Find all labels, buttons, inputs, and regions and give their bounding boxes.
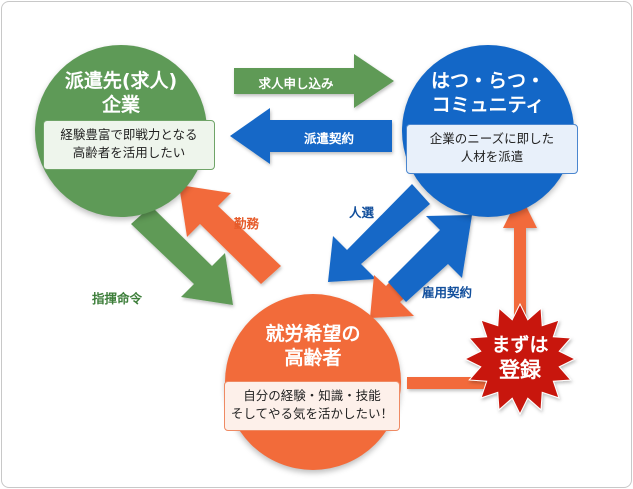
senior-title-line2: 高齢者 [284,347,342,369]
work-label: 勤務 [234,216,260,231]
community-desc-line1: 企業のニーズに即した [429,131,555,146]
community-title: はつ・らつ・ コミュニティ [402,69,574,117]
senior-title-line1: 就労希望の [265,323,361,345]
badge-line1: まずは [491,334,549,356]
client-title-line1: 派遣先(求人) [64,70,178,92]
instruction-label: 指揮命令 [92,291,143,306]
client-company-title: 派遣先(求人) 企業 [35,69,207,117]
job-application-arrow [234,54,394,108]
instruction-arrow [131,206,233,305]
registration-badge-text: まずは 登録 [470,333,570,383]
senior-worker-title: 就労希望の 高齢者 [225,322,401,370]
work-arrow [179,185,281,284]
senior-desc-line2: そしてやる気を活かしたい！ [230,406,394,421]
selection-arrow [328,184,430,282]
employment-contract-label: 雇用契約 [422,285,473,300]
community-title-line1: はつ・らつ・ [430,70,545,92]
dispatch-contract-label: 派遣契約 [303,131,354,146]
selection-label: 人選 [349,205,375,220]
client-desc-line1: 経験豊富で即戦力となる [60,127,198,142]
senior-desc-line1: 自分の経験・知識・技能 [243,388,381,403]
badge-line2: 登録 [499,358,541,382]
dispatch-contract-arrow [230,108,392,164]
registration-badge [463,302,577,416]
client-title-line2: 企業 [101,94,140,116]
senior-description-box: 自分の経験・知識・技能 そしてやる気を活かしたい！ [224,381,400,431]
client-description-box: 経験豊富で即戦力となる 高齢者を活用したい [43,120,215,170]
community-title-line2: コミュニティ [431,94,545,116]
community-desc-line2: 人材を派遣 [460,149,524,164]
employment-contract-arrow-blue [388,215,472,302]
community-description-box: 企業のニーズに即した 人材を派遣 [406,124,578,174]
job-application-label: 求人申し込み [258,76,334,91]
client-desc-line2: 高齢者を活用したい [72,145,186,160]
